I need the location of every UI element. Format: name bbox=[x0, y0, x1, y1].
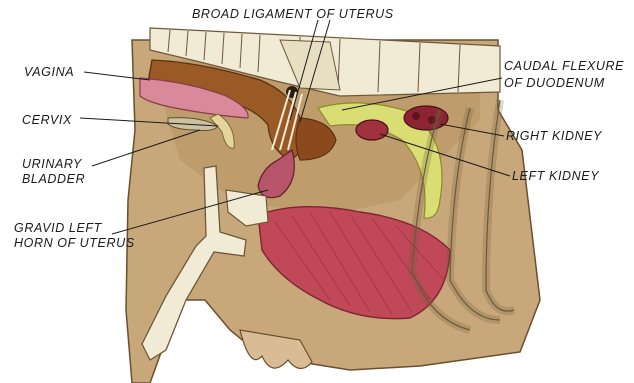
label-gravid-2: HORN OF UTERUS bbox=[14, 236, 135, 250]
label-caudal-flexure-1: CAUDAL FLEXURE bbox=[504, 59, 624, 73]
label-cervix: CERVIX bbox=[22, 113, 72, 127]
label-caudal-flexure-2: OF DUODENUM bbox=[504, 76, 605, 90]
label-left-kidney: LEFT KIDNEY bbox=[512, 169, 600, 183]
label-right-kidney: RIGHT KIDNEY bbox=[506, 129, 603, 143]
label-vagina: VAGINA bbox=[24, 65, 74, 79]
label-gravid-1: GRAVID LEFT bbox=[14, 221, 103, 235]
label-urinary-2: BLADDER bbox=[22, 172, 85, 186]
label-broad-ligament: BROAD LIGAMENT OF UTERUS bbox=[192, 7, 394, 21]
label-urinary-1: URINARY bbox=[22, 157, 83, 171]
left-kidney bbox=[356, 120, 388, 140]
